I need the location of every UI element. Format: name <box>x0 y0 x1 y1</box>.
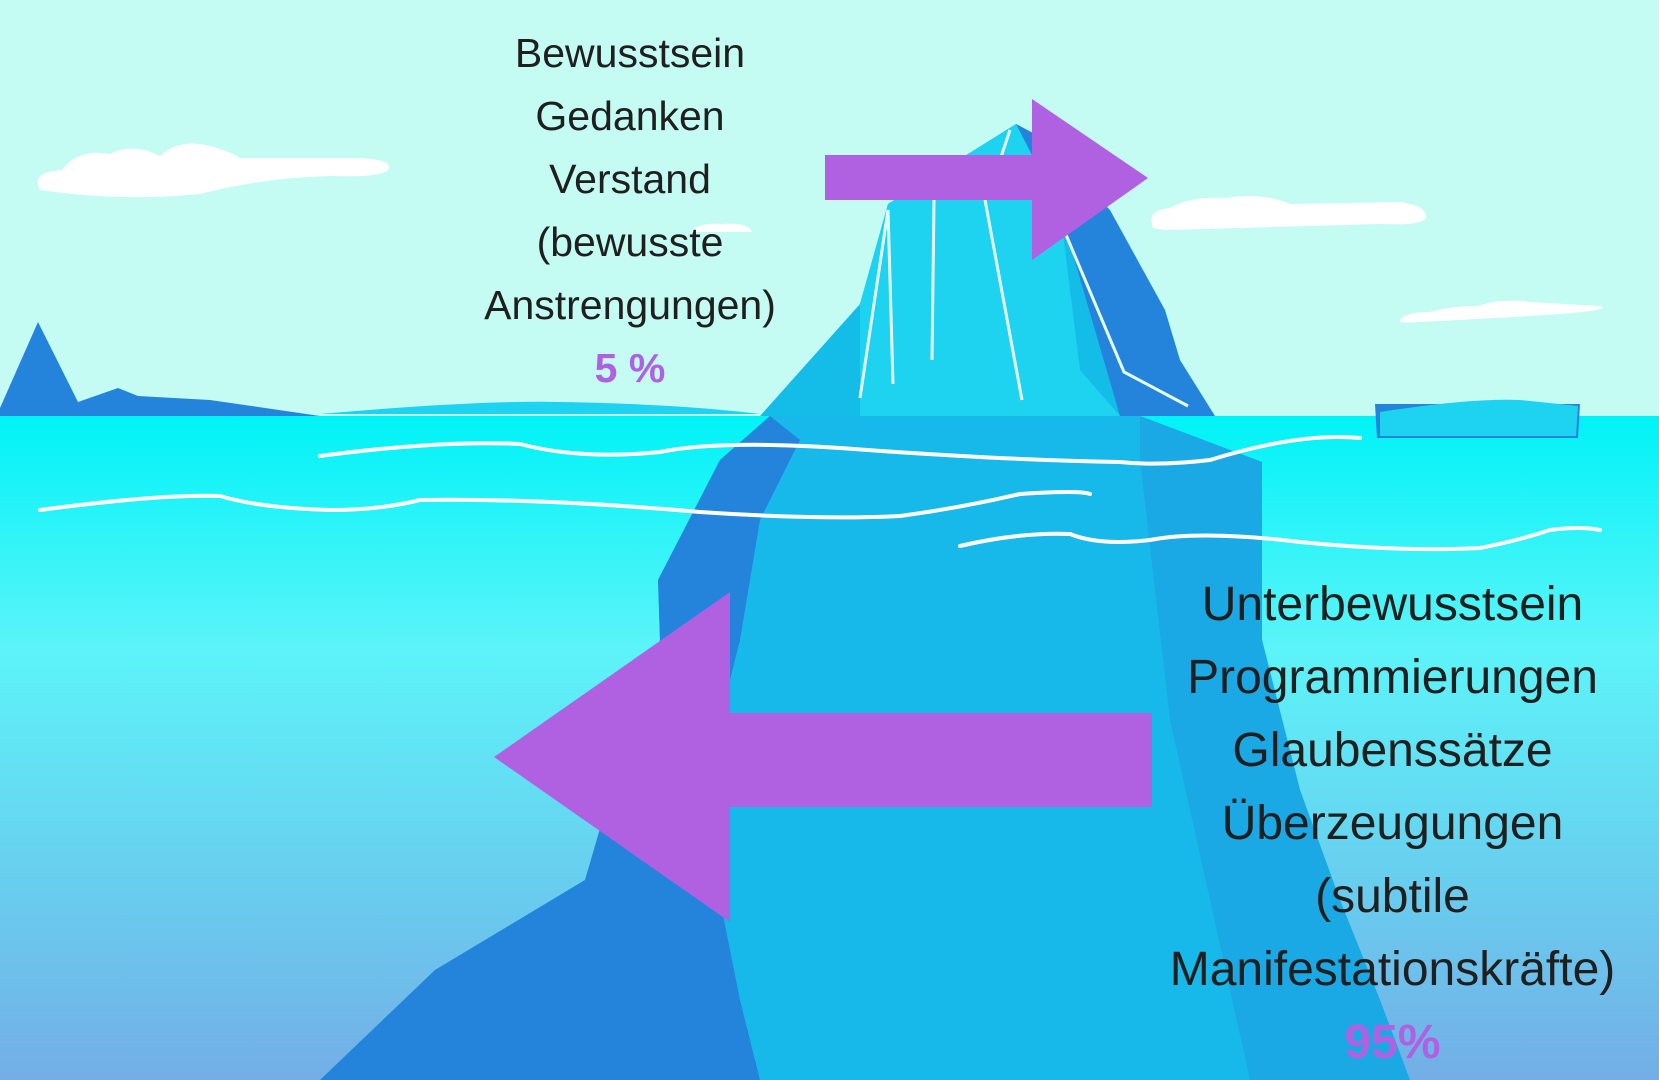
cloud-right <box>1151 196 1427 230</box>
subconscious-line: Programmierungen <box>1187 651 1598 704</box>
subconscious-label: Unterbewusstsein Programmierungen Glaube… <box>1120 568 1659 1079</box>
distant-mountain <box>0 322 320 416</box>
subconscious-line: (subtile <box>1315 870 1470 923</box>
conscious-line: Verstand <box>549 156 711 202</box>
conscious-percent: 5 % <box>594 345 666 391</box>
conscious-label: Bewusstsein Gedanken Verstand (bewusste … <box>430 22 830 400</box>
subconscious-line: Manifestationskräfte) <box>1169 943 1616 996</box>
conscious-line: Bewusstsein <box>514 30 746 76</box>
iceberg-body-dark <box>320 416 800 1080</box>
cloud-far-right <box>1399 300 1603 323</box>
iceberg-body-right <box>1140 416 1410 1080</box>
distant-ice-shelf <box>320 401 760 414</box>
subconscious-line: Überzeugungen <box>1221 797 1564 850</box>
subconscious-percent: 95% <box>1344 1016 1441 1069</box>
conscious-line: Gedanken <box>535 93 725 139</box>
lower-arrow-left <box>494 592 1152 922</box>
cloud-small <box>690 223 752 232</box>
conscious-line: Anstrengungen) <box>484 282 776 328</box>
subconscious-line: Unterbewusstsein <box>1201 578 1584 631</box>
cloud-left <box>37 143 390 198</box>
wave-lines <box>38 434 1602 552</box>
upper-arrow-right <box>825 99 1148 260</box>
ice-streaks <box>858 129 1189 408</box>
subconscious-line: Glaubenssätze <box>1232 724 1553 777</box>
floating-ice-top <box>1380 399 1578 436</box>
conscious-line: (bewusste <box>536 219 724 265</box>
